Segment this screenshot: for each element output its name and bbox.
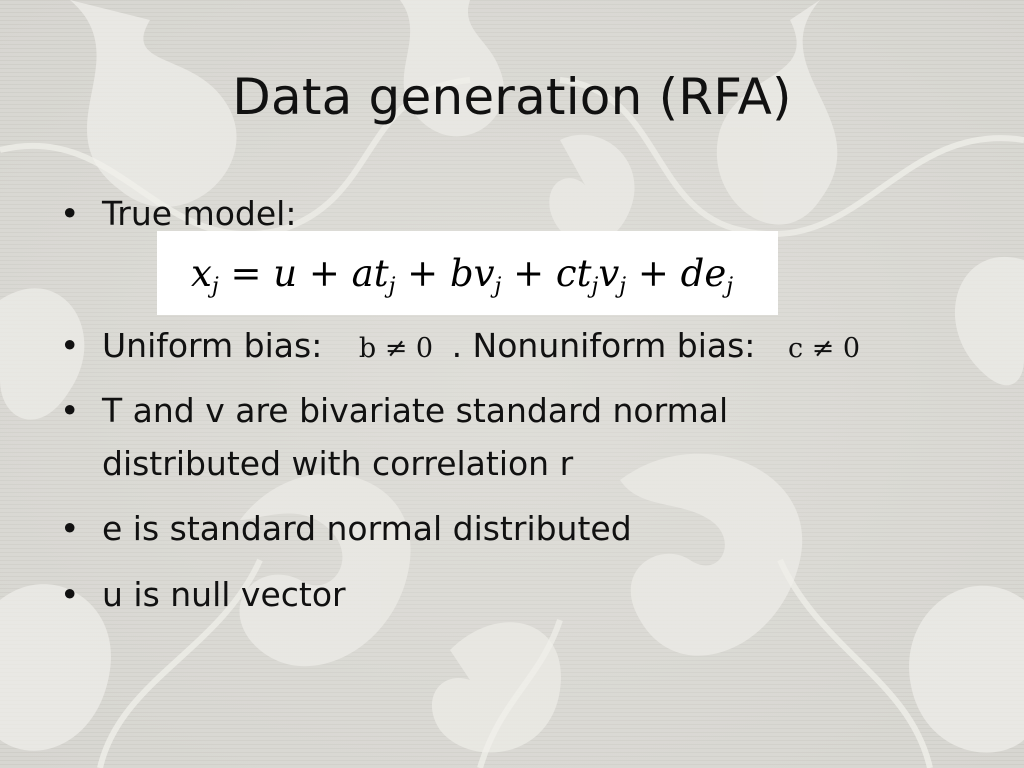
bullet-text-line-2: distributed with correlation r (102, 444, 574, 483)
true-model-formula: xj = u + atj + bvj + ctjvj + dej (191, 252, 734, 299)
bullet-text: Uniform bias: b ≠ 0 . Nonuniform bias: c… (102, 325, 860, 370)
formula-box: xj = u + atj + bvj + ctjvj + dej (157, 231, 778, 315)
bullet-dot: • (60, 326, 80, 365)
uniform-bias-condition: b ≠ 0 (358, 333, 434, 364)
uniform-bias-label: Uniform bias: (102, 326, 323, 365)
bullet-text: e is standard normal distributed (102, 509, 632, 548)
nonuniform-bias-label: . Nonuniform bias: (451, 326, 756, 365)
bullet-dot: • (60, 194, 80, 233)
bullet-text: u is null vector (102, 575, 346, 614)
slide-title: Data generation (RFA) (232, 68, 792, 126)
nonuniform-bias-condition: c ≠ 0 (787, 333, 861, 364)
bullet-text-line-1: T and v are bivariate standard normal (102, 391, 729, 430)
bullet-text: True model: (102, 194, 297, 233)
bullet-dot: • (60, 509, 80, 548)
bullet-dot: • (60, 575, 80, 614)
bullet-dot: • (60, 391, 80, 430)
